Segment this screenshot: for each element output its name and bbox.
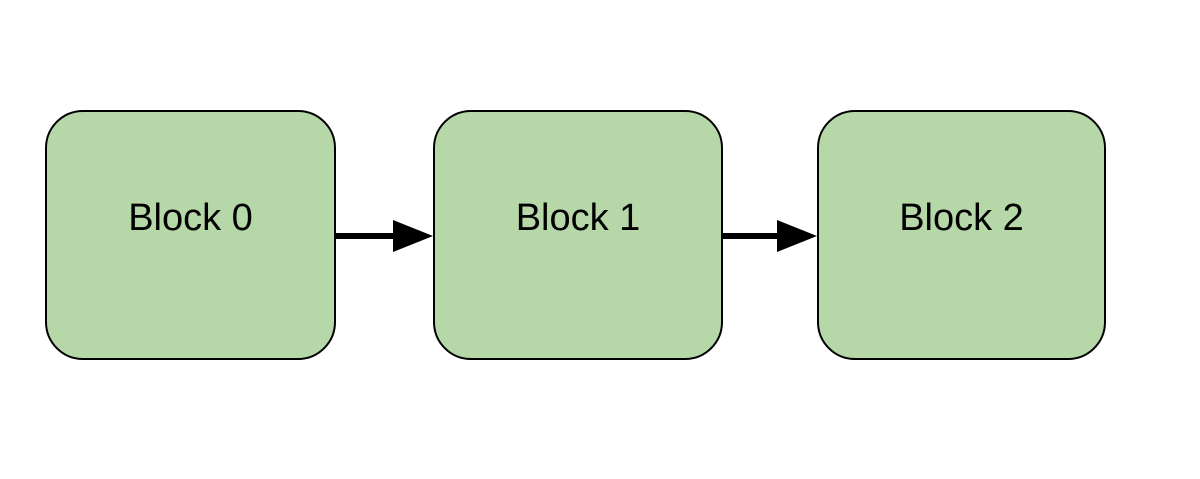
arrow-connector-1-to-2 [723,218,817,254]
right-arrow-icon [336,220,433,252]
block-node-2: Block 2 [817,110,1106,360]
block-node-0: Block 0 [45,110,336,360]
block-label: Block 2 [899,197,1024,239]
block-label: Block 1 [515,197,641,239]
arrow-connector-0-to-1 [336,218,433,254]
right-arrow-icon [723,220,817,252]
block-node-1: Block 1 [433,110,723,360]
block-label: Block 0 [128,197,253,239]
